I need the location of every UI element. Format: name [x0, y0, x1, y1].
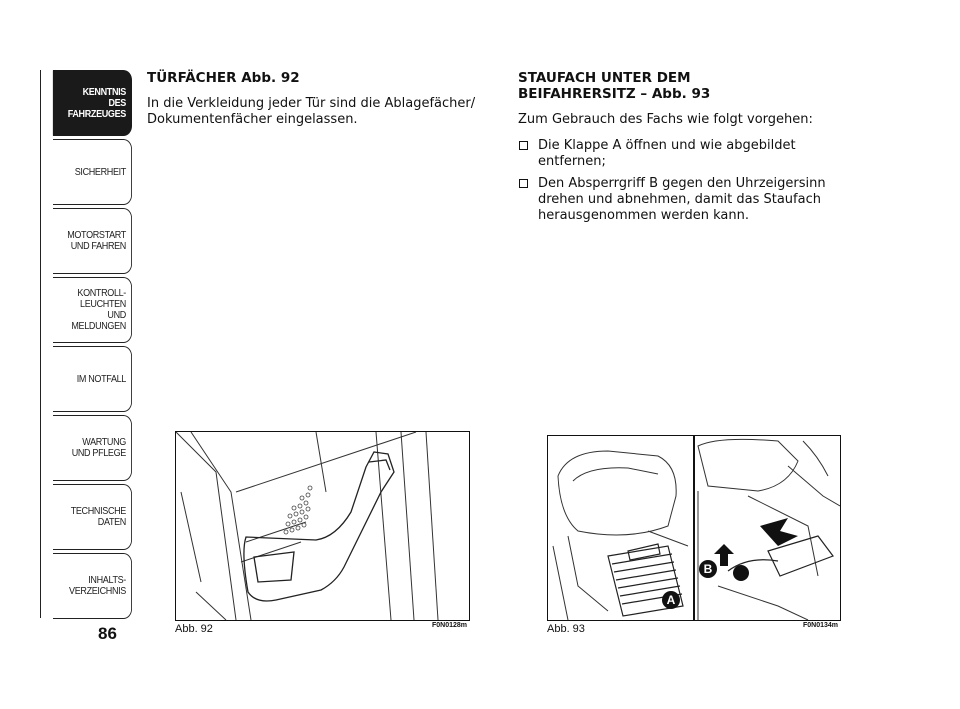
tab-sicherheit[interactable]: SICHERHEIT	[52, 139, 132, 205]
door-pocket-illustration	[176, 432, 439, 620]
tab-kontrollleuchten[interactable]: KONTROLL- LEUCHTEN UND MELDUNGEN	[52, 277, 132, 343]
tab-kenntnis-des-fahrzeuges[interactable]: KENNTNIS DES FAHRZEUGES	[52, 70, 132, 136]
step-text: Die Klappe A öffnen und wie abgebildet e…	[538, 138, 796, 169]
tab-motorstart-und-fahren[interactable]: MOTORSTART UND FAHREN	[52, 208, 132, 274]
tab-label: KENNTNIS DES FAHRZEUGES	[67, 85, 127, 120]
tab-label: WARTUNG UND PFLEGE	[71, 436, 127, 459]
section-intro: Zum Gebrauch des Fachs wie folgt vorgehe…	[518, 112, 813, 127]
tab-technische-daten[interactable]: TECHNISCHE DATEN	[52, 484, 132, 550]
heading-line-2: BEIFAHRERSITZ – Abb. 93	[518, 86, 711, 102]
figure-92-door-pocket	[175, 431, 470, 621]
figure-93-under-seat-storage: B A	[547, 435, 841, 621]
section-door-compartments: TÜRFÄCHER Abb. 92 In die Verkleidung jed…	[147, 70, 477, 138]
section-under-seat-storage: STAUFACH UNTER DEM BEIFAHRERSITZ – Abb. …	[518, 70, 848, 230]
tab-label: SICHERHEIT	[74, 165, 127, 178]
under-seat-illustration: B A	[552, 436, 840, 620]
tab-inhaltsverzeichnis[interactable]: INHALTS- VERZEICHNIS	[52, 553, 132, 619]
step-text: Den Absperrgriff B gegen den Uhrzeigersi…	[538, 176, 826, 223]
section-body: In die Verkleidung jeder Tür sind die Ab…	[147, 96, 476, 127]
step-list: Die Klappe A öffnen und wie abgebildet e…	[518, 138, 848, 224]
tab-label: MOTORSTART UND FAHREN	[67, 229, 126, 252]
heading-line-1: STAUFACH UNTER DEM	[518, 70, 691, 86]
checkbox-bullet-icon	[519, 141, 528, 150]
tab-wartung-und-pflege[interactable]: WARTUNG UND PFLEGE	[52, 415, 132, 481]
callout-b: B	[704, 562, 713, 576]
list-item: Den Absperrgriff B gegen den Uhrzeigersi…	[518, 176, 848, 224]
sidebar-divider	[40, 70, 41, 618]
tab-label: KONTROLL- LEUCHTEN UND MELDUNGEN	[71, 287, 126, 332]
figure-93-code: F0N0134m	[803, 622, 839, 629]
figure-92-code: F0N0128m	[432, 622, 468, 629]
figure-93-caption: Abb. 93	[547, 623, 585, 635]
list-item: Die Klappe A öffnen und wie abgebildet e…	[518, 138, 848, 170]
checkbox-bullet-icon	[519, 179, 528, 188]
tab-label: TECHNISCHE DATEN	[70, 505, 127, 528]
section-heading: TÜRFÄCHER Abb. 92	[147, 70, 300, 86]
section-heading: STAUFACH UNTER DEM BEIFAHRERSITZ – Abb. …	[518, 70, 848, 102]
page-number: 86	[98, 624, 117, 643]
callout-a: A	[667, 593, 676, 607]
tab-label: IM NOTFALL	[76, 372, 127, 385]
tab-label: INHALTS- VERZEICHNIS	[69, 574, 126, 597]
tab-im-notfall[interactable]: IM NOTFALL	[52, 346, 132, 412]
figure-92-caption: Abb. 92	[175, 623, 213, 635]
